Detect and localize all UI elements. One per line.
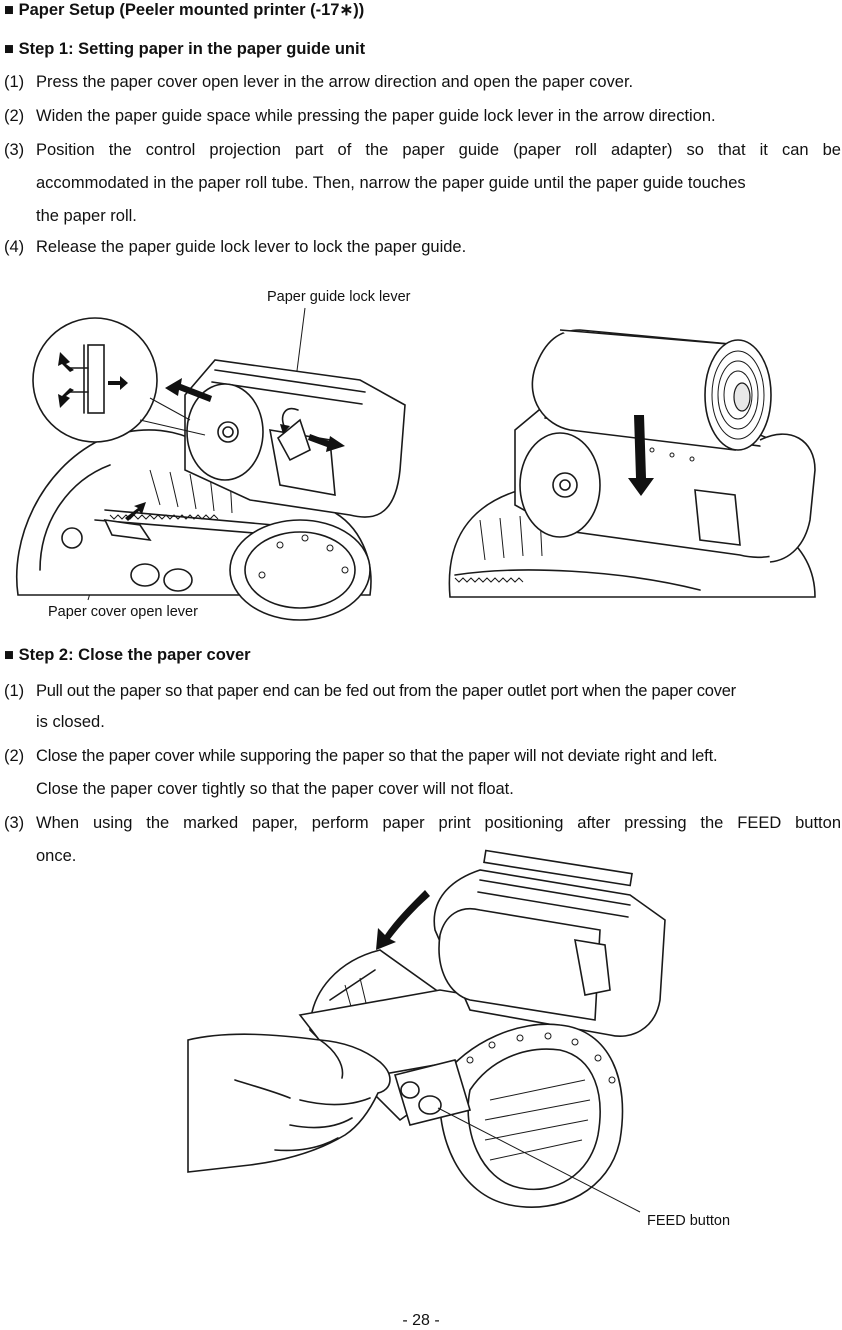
item-number: (1)	[4, 73, 25, 91]
item-text: When using the marked paper, perform pap…	[36, 814, 841, 832]
cover-lever-label: Paper cover open lever	[48, 604, 198, 620]
item-number: (2)	[4, 107, 25, 125]
item-text: Release the paper guide lock lever to lo…	[36, 238, 467, 256]
title-text: Paper Setup (Peeler mounted printer (-17…	[18, 1, 365, 19]
item-number: (3)	[4, 141, 25, 159]
feed-button-leader-line	[437, 1107, 641, 1213]
page-title: ■ Paper Setup (Peeler mounted printer (-…	[4, 0, 364, 20]
item-text: once.	[36, 847, 77, 865]
page-number: - 28 -	[402, 1312, 440, 1329]
step2-heading-text: Step 2: Close the paper cover	[18, 646, 251, 664]
item-text: Widen the paper guide space while pressi…	[36, 107, 716, 125]
item-text: the paper roll.	[36, 207, 137, 225]
bullet-mark: ■	[4, 646, 14, 664]
item-number: (3)	[4, 814, 25, 832]
step1-heading: ■ Step 1: Setting paper in the paper gui…	[4, 40, 365, 59]
step1-heading-text: Step 1: Setting paper in the paper guide…	[18, 40, 366, 58]
item-text: Position the control projection part of …	[36, 141, 841, 159]
feed-button-label: FEED button	[647, 1213, 731, 1229]
step2-heading: ■ Step 2: Close the paper cover	[4, 646, 251, 665]
item-number: (1)	[4, 682, 25, 700]
item-text: Close the paper cover while supporing th…	[36, 747, 718, 765]
item-text: accommodated in the paper roll tube. The…	[36, 174, 746, 192]
item-text: Close the paper cover tightly so that th…	[36, 780, 514, 798]
bullet-mark: ■	[4, 1, 14, 19]
item-text: is closed.	[36, 713, 105, 731]
bullet-mark: ■	[4, 40, 14, 58]
item-text: Pull out the paper so that paper end can…	[36, 682, 736, 700]
item-text: Press the paper cover open lever in the …	[36, 73, 634, 91]
lock-lever-label: Paper guide lock lever	[267, 289, 411, 305]
item-number: (2)	[4, 747, 25, 765]
item-number: (4)	[4, 238, 25, 256]
